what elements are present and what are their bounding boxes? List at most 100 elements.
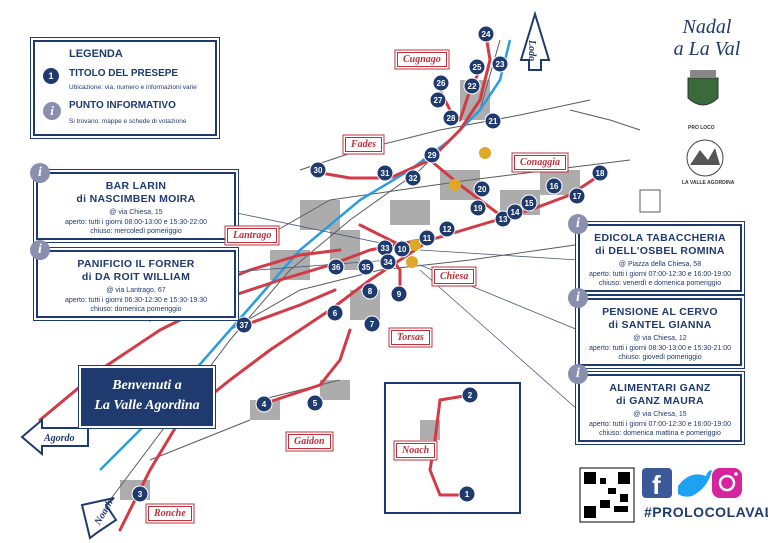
presepe-marker-31[interactable]	[376, 164, 394, 182]
direction-arrows	[20, 10, 551, 540]
presepe-marker-37[interactable]	[235, 316, 253, 334]
presepe-marker-25[interactable]	[468, 58, 486, 76]
info-panel-owner: di SANTEL GIANNA	[608, 319, 712, 331]
info-panel-closed: chiuso: domenica pomeriggio	[90, 306, 182, 313]
facebook-icon[interactable]: f	[642, 468, 672, 500]
info-panel-pensione[interactable]: PENSIONE AL CERVO di SANTEL GIANNA @ via…	[578, 298, 742, 366]
noach-inset-frame	[384, 382, 521, 514]
presepe-marker-label: 7	[370, 320, 375, 329]
info-panel-edicola[interactable]: EDICOLA TABACCHERIA di DELL'OSBEL ROMINA…	[578, 224, 742, 292]
instagram-icon[interactable]	[712, 468, 742, 498]
presepe-marker-label: 32	[409, 174, 418, 183]
location-gaidon[interactable]: Gaidon	[288, 434, 331, 449]
proloco-logo-icon	[686, 139, 724, 177]
presepe-marker-32[interactable]	[404, 169, 422, 187]
valle-label: LA VALLE AGORDINA	[682, 180, 735, 186]
info-panel-bar-larin[interactable]: BAR LARIN di NASCIMBEN MOIRA @ via Chies…	[36, 172, 236, 240]
presepe-marker-label: 17	[573, 192, 582, 201]
presepe-marker-23[interactable]	[491, 55, 509, 73]
info-panel-panificio[interactable]: PANIFICIO IL FORNER di DA ROIT WILLIAM @…	[36, 250, 236, 318]
info-panel-owner: di GANZ MAURA	[616, 395, 704, 407]
presepe-marker-5[interactable]	[306, 394, 324, 412]
qr-code-icon[interactable]	[579, 467, 635, 523]
presepe-marker-26[interactable]	[432, 74, 450, 92]
presepe-marker-9[interactable]	[390, 285, 408, 303]
presepe-marker-19[interactable]	[469, 199, 487, 217]
legend-info-title: PUNTO INFORMATIVO	[69, 100, 176, 111]
location-noach[interactable]: Noach	[396, 443, 436, 458]
info-panel-closed: chiuso: domenica mattina e pomeriggio	[599, 430, 721, 437]
presepe-marker-17[interactable]	[568, 187, 586, 205]
presepe-marker-label: 3	[138, 490, 143, 499]
presepe-marker-20[interactable]	[473, 180, 491, 198]
location-fades[interactable]: Fades	[345, 137, 382, 152]
presepe-marker-label: 33	[381, 244, 390, 253]
legend-info-sub: Si trovano: mappe e schede di votazione	[69, 118, 187, 125]
presepe-marker-11[interactable]	[418, 229, 436, 247]
presepe-marker-label: 23	[496, 60, 505, 69]
info-panel-hours: aperto: tutti i giorni 08:00-13:00 e 15:…	[64, 219, 208, 226]
presepe-marker-29[interactable]	[423, 146, 441, 164]
presepe-marker-label: 12	[443, 225, 452, 234]
presepe-marker-35[interactable]	[357, 258, 375, 276]
presepe-marker-10[interactable]	[393, 240, 411, 258]
presepe-marker-18[interactable]	[591, 164, 609, 182]
legend-info-icon: i	[43, 102, 61, 120]
presepe-marker-1[interactable]	[458, 485, 476, 503]
presepe-marker-15[interactable]	[520, 194, 538, 212]
location-conaggia[interactable]: Conaggia	[514, 155, 567, 170]
presepe-marker-27[interactable]	[429, 91, 447, 109]
presepe-marker-3[interactable]	[131, 485, 149, 503]
location-ronche[interactable]: Ronche	[148, 506, 192, 521]
presepe-marker-label: 30	[314, 166, 323, 175]
info-panel-title: BAR LARIN	[105, 180, 167, 192]
presepe-marker-2[interactable]	[461, 386, 479, 404]
presepe-marker-7[interactable]	[363, 315, 381, 333]
info-icon: i	[30, 240, 50, 260]
presepe-marker-14[interactable]	[506, 203, 524, 221]
info-panel-address: @ via Lantrago, 67	[106, 287, 166, 294]
info-panel-title: EDICOLA TABACCHERIA	[594, 232, 726, 244]
presepe-marker-label: 1	[465, 490, 470, 499]
presepe-marker-21[interactable]	[484, 112, 502, 130]
location-lantrago[interactable]: Lantrago	[227, 228, 278, 243]
presepe-marker-12[interactable]	[438, 220, 456, 238]
presepe-marker-28[interactable]	[442, 109, 460, 127]
presepe-marker-label: 21	[489, 117, 498, 126]
event-title-line1: Nadal	[682, 16, 732, 38]
location-chiesa[interactable]: Chiesa	[434, 269, 475, 284]
presepe-marker-label: 34	[384, 258, 393, 267]
event-title: Nadal a La Val	[664, 16, 750, 60]
presepe-marker-8[interactable]	[361, 282, 379, 300]
presepe-marker-label: 27	[434, 96, 443, 105]
presepe-marker-24[interactable]	[477, 25, 495, 43]
presepe-marker-36[interactable]	[327, 258, 345, 276]
info-panel-alimentari[interactable]: ALIMENTARI GANZ di GANZ MAURA @ via Chie…	[578, 374, 742, 442]
welcome-line1: Benvenuti a	[112, 378, 182, 393]
location-torsas[interactable]: Torsas	[391, 330, 430, 345]
welcome-banner: Benvenuti a La Valle Agordina	[81, 368, 213, 426]
info-panel-owner: di DA ROIT WILLIAM	[81, 271, 191, 283]
proloco-label: PRO LOCO	[688, 125, 715, 131]
presepe-marker-16[interactable]	[545, 177, 563, 195]
twitter-icon[interactable]	[678, 470, 712, 497]
info-icon: i	[568, 288, 588, 308]
legend-presepe-marker: 1	[43, 68, 59, 84]
presepe-marker-label: 14	[511, 208, 520, 217]
info-panel-closed: chiuso: giovedì pomeriggio	[618, 354, 702, 361]
presepe-marker-22[interactable]	[463, 77, 481, 95]
lodo-arrow	[519, 10, 551, 71]
presepe-marker-label: 24	[482, 30, 491, 39]
location-cugnago[interactable]: Cugnago	[397, 52, 447, 67]
info-panel-address: @ via Chiesa, 12	[633, 335, 687, 342]
presepe-marker-label: 19	[474, 204, 483, 213]
presepe-marker-30[interactable]	[309, 161, 327, 179]
presepe-marker-4[interactable]	[255, 395, 273, 413]
legend-presepe-sub: Ubicazione: via, numero e informazioni v…	[69, 84, 197, 91]
legend-box: LEGENDA 1 TITOLO DEL PRESEPE Ubicazione:…	[33, 40, 217, 136]
info-icon: i	[568, 214, 588, 234]
presepe-marker-label: 11	[423, 234, 432, 243]
presepe-marker-34[interactable]	[379, 253, 397, 271]
presepe-marker-6[interactable]	[326, 304, 344, 322]
